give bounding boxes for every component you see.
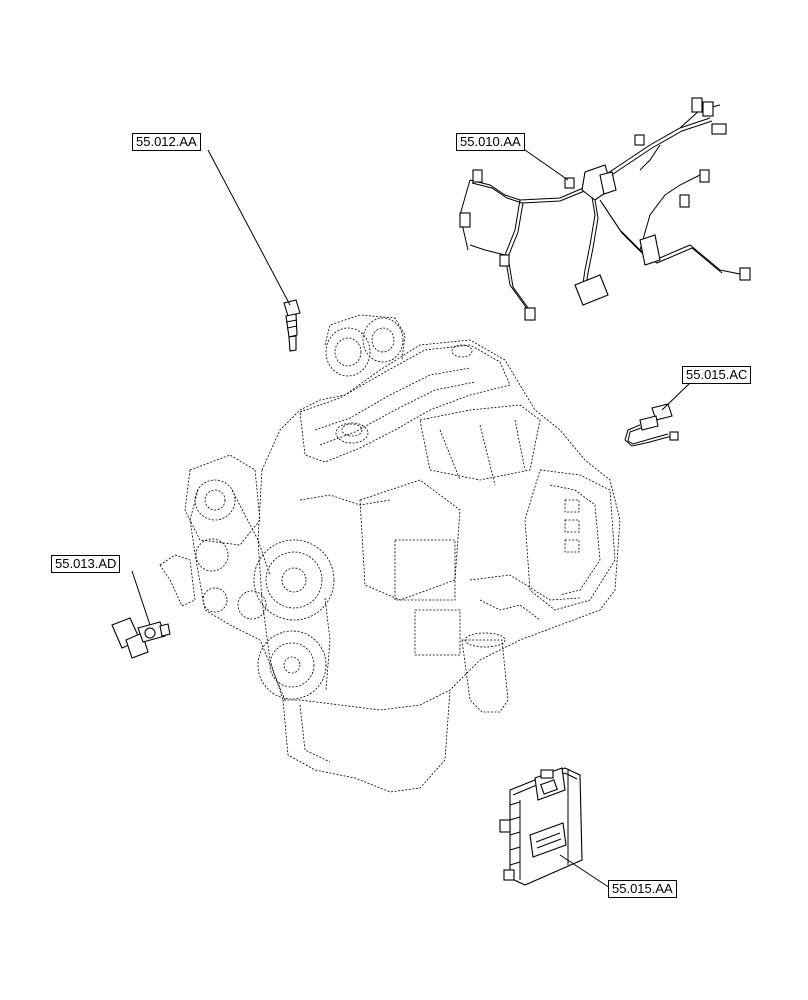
- ecu-part: [499, 767, 583, 886]
- leader-line-speed-sensor: [207, 149, 291, 306]
- callout-pressure-sensor[interactable]: 55.013.AD: [51, 555, 121, 573]
- callout-speed-sensor[interactable]: 55.012.AA: [132, 133, 201, 151]
- leader-line-pressure-sensor: [131, 570, 151, 626]
- speed-sensor-part: [283, 299, 301, 352]
- leader-line-temp-sensor: [661, 382, 691, 411]
- wiring-harness-part: [459, 97, 751, 321]
- leader-line-ecu: [559, 854, 611, 889]
- temperature-sensor-part: [624, 403, 679, 447]
- engine-assembly: [159, 314, 621, 793]
- callout-temp-sensor[interactable]: 55.015.AC: [682, 366, 752, 384]
- leader-line-harness: [524, 149, 569, 181]
- callout-ecu[interactable]: 55.015.AA: [608, 880, 677, 898]
- pressure-sensor-part: [111, 617, 171, 659]
- callout-wiring-harness[interactable]: 55.010.AA: [456, 133, 525, 151]
